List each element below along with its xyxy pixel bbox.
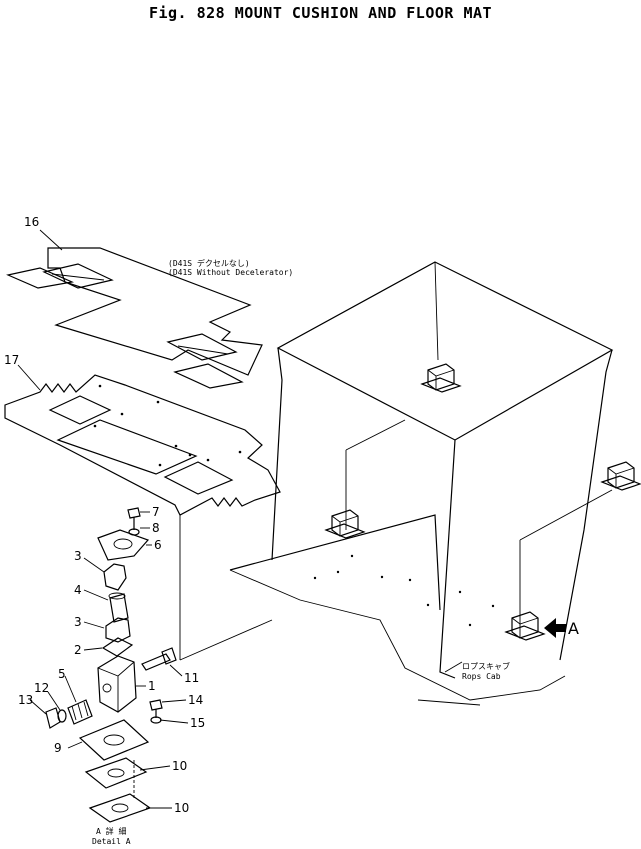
cab-mount-right [600,461,641,491]
floor-mat-17 [4,374,281,516]
callout-5: 5 [58,667,66,681]
callout-labels: 16 17 7 8 6 3 4 3 2 5 12 13 1 11 14 15 9… [4,215,205,815]
leader-lines [17,229,463,809]
detail-a-label: A [568,619,579,638]
detail-a-arrow-icon [544,618,566,638]
callout-7: 7 [152,505,160,519]
callout-17: 17 [4,353,19,367]
callout-6: 6 [154,538,162,552]
callout-11: 11 [184,671,199,685]
callout-8: 8 [152,521,160,535]
callout-12: 12 [34,681,49,695]
callout-10-upper: 10 [172,759,187,773]
callout-4: 4 [74,583,82,597]
mount-cushion-assembly [45,507,177,823]
cab-mount-left [324,509,366,539]
rops-cab-frame [179,261,614,706]
detail-note-en: Detail A [92,837,131,846]
callout-16: 16 [24,215,39,229]
cab-note-jp: ロプスキャブ [462,661,510,671]
callout-2: 2 [74,643,82,657]
mat-note-en: (D41S Without Decelerator) [168,268,293,277]
callout-3-lower: 3 [74,615,82,629]
callout-15: 15 [190,716,205,730]
figure-title: Fig. 828 MOUNT CUSHION AND FLOOR MAT [148,4,493,22]
detail-note-jp: A 詳 細 [96,826,126,836]
mat-note-jp: (D41S デクセルなし) [168,258,250,268]
floor-mat-16 [6,247,263,389]
cab-mount-top [420,363,462,393]
cab-note-en: Rops Cab [462,672,501,681]
callout-1: 1 [148,679,156,693]
callout-14: 14 [188,693,203,707]
callout-10-lower: 10 [174,801,189,815]
callout-13: 13 [18,693,33,707]
callout-3-upper: 3 [74,549,82,563]
cab-mount-front [504,611,546,641]
callout-9: 9 [54,741,62,755]
